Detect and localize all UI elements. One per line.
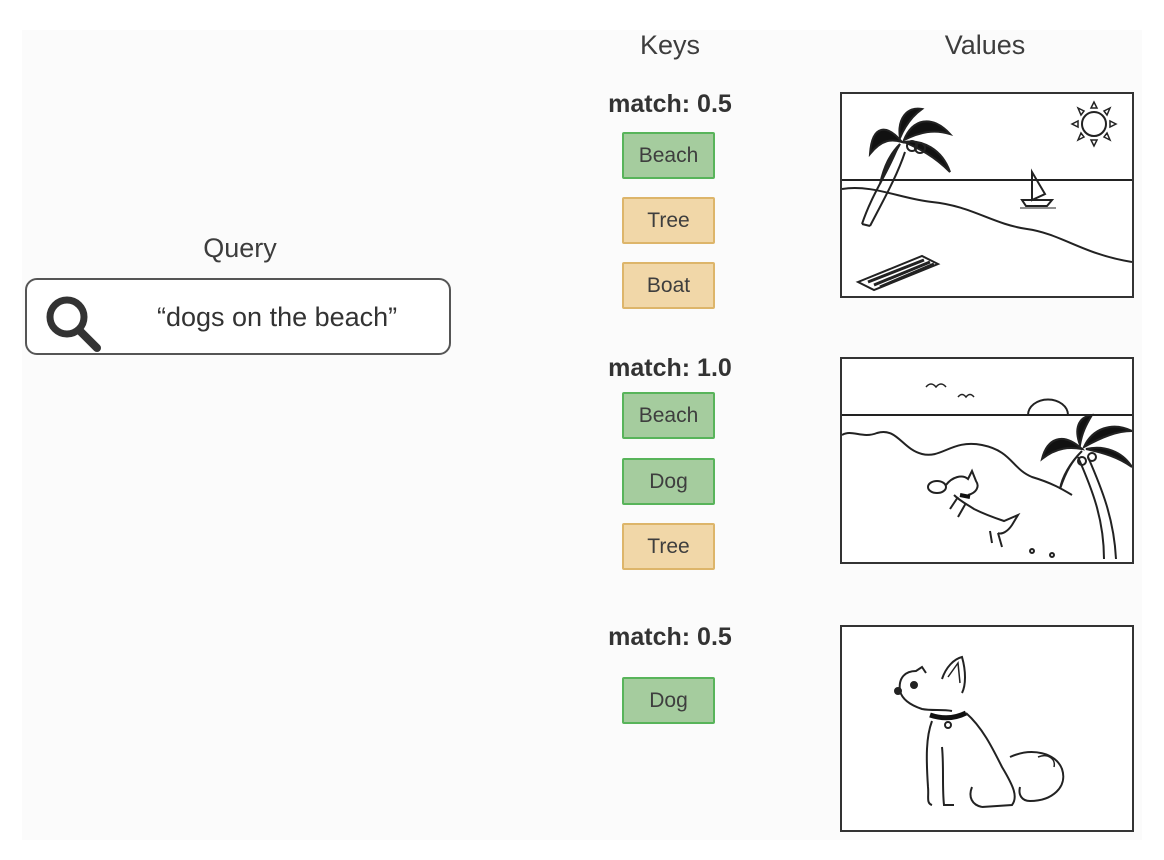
key-tag-boat: Boat: [622, 262, 715, 309]
key-tag-beach: Beach: [622, 392, 715, 439]
key-tag-dog: Dog: [622, 458, 715, 505]
match-score-row-1: match: 0.5: [608, 90, 732, 118]
key-tag-dog: Dog: [622, 677, 715, 724]
match-score-row-3: match: 0.5: [608, 623, 732, 651]
key-tag-tree: Tree: [622, 523, 715, 570]
key-tag-tree: Tree: [622, 197, 715, 244]
value-image-beach-scene: [840, 92, 1134, 298]
keys-heading: Keys: [639, 30, 701, 60]
value-image-sitting-dog: [840, 625, 1134, 832]
query-heading: Query: [203, 233, 277, 263]
value-image-dog-beach-scene: [840, 357, 1134, 564]
key-tag-beach: Beach: [622, 132, 715, 179]
match-score-row-2: match: 1.0: [608, 354, 732, 382]
query-text: “dogs on the beach”: [157, 302, 398, 332]
query-search-box[interactable]: “dogs on the beach”: [25, 278, 451, 355]
values-heading: Values: [944, 30, 1026, 60]
